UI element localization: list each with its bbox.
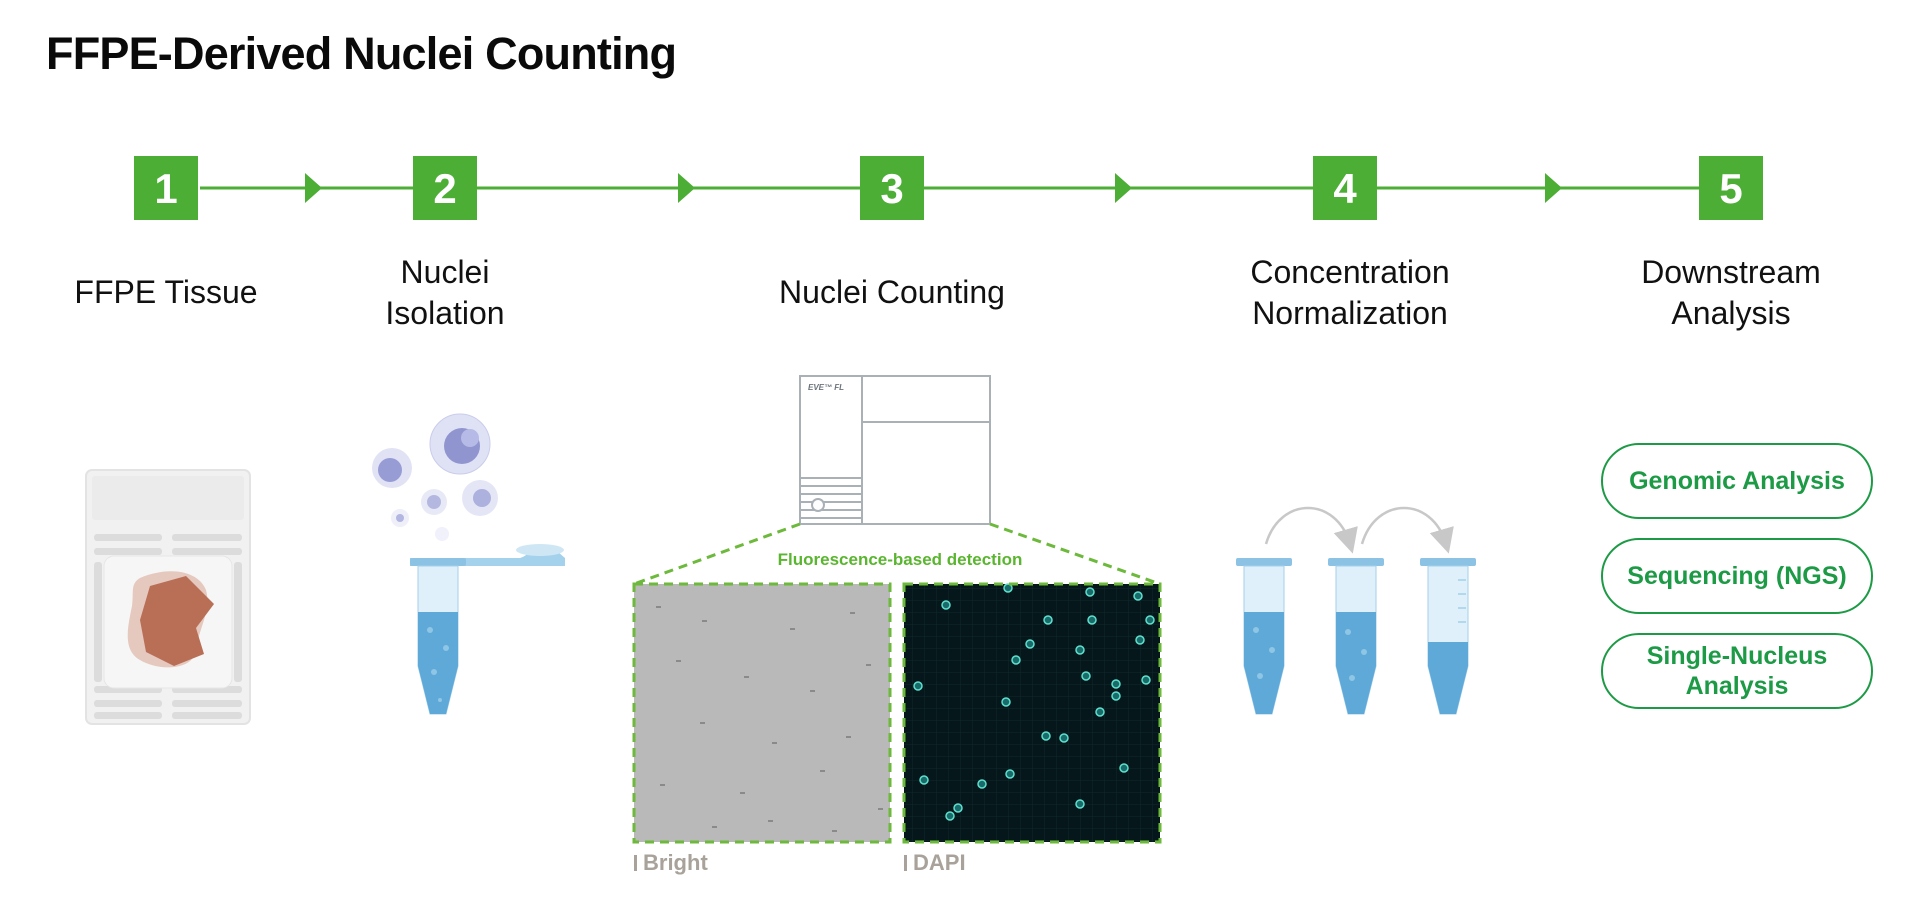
step-badge-2: 2 [413, 156, 477, 220]
timeline-arrow-4 [1545, 173, 1562, 203]
sequencing-ngs-pill[interactable]: Sequencing (NGS) [1601, 538, 1873, 614]
debris-speck [772, 742, 777, 744]
page-title: FFPE-Derived Nuclei Counting [46, 28, 677, 79]
nucleus-dot [1111, 691, 1121, 701]
debris-speck [866, 664, 871, 666]
debris-speck [768, 820, 773, 822]
nucleus-dot [1011, 655, 1021, 665]
nucleus-dot [941, 600, 951, 610]
debris-speck [676, 660, 681, 662]
debris-speck [700, 722, 705, 724]
nucleus-dot [1095, 707, 1105, 717]
timeline-arrow-2 [678, 173, 695, 203]
nucleus-dot [977, 779, 987, 789]
step-number: 2 [433, 165, 456, 212]
nucleus-dot [1081, 671, 1091, 681]
step-label-3: Nuclei Counting [779, 274, 1005, 310]
nucleus-dot [1133, 591, 1143, 601]
step-label-1: FFPE Tissue [74, 274, 258, 310]
single-nucleus-analysis-pill[interactable]: Single-Nucleus Analysis [1601, 633, 1873, 709]
debris-speck [790, 628, 795, 630]
nucleus-dot [1145, 615, 1155, 625]
debris-speck [660, 784, 665, 786]
nuclei-cells-icon [372, 413, 498, 541]
step-label-4: Concentration Normalization [1250, 254, 1450, 331]
nucleus-dot [1003, 583, 1013, 593]
transfer-arrows [1264, 506, 1454, 554]
zoom-guides [633, 522, 1161, 586]
bright-specks [656, 606, 883, 832]
nucleus-dot [1025, 639, 1035, 649]
step-badge-4: 4 [1313, 156, 1377, 220]
step-number: 4 [1333, 165, 1357, 212]
step-badge-1: 1 [134, 156, 198, 220]
nucleus-dot [913, 681, 923, 691]
timeline-arrow-3 [1115, 173, 1132, 203]
dapi-tag: DAPI [904, 850, 966, 876]
debris-speck [656, 606, 661, 608]
debris-speck [712, 826, 717, 828]
cell-counter-icon: EVE™ FL [799, 375, 991, 525]
dapi-dots [913, 583, 1155, 821]
debris-speck [810, 690, 815, 692]
debris-speck [820, 770, 825, 772]
tube-icon [1328, 558, 1384, 715]
debris-speck [878, 808, 883, 810]
bright-tag: Bright [634, 850, 708, 876]
nucleus-dot [1075, 645, 1085, 655]
counter-brand: EVE™ FL [808, 383, 844, 392]
debris-speck [744, 676, 749, 678]
nucleus-dot [1111, 679, 1121, 689]
arrow-icon [1360, 506, 1454, 554]
step-number: 5 [1719, 165, 1742, 212]
nucleus-dot [1043, 615, 1053, 625]
nucleus-dot [953, 803, 963, 813]
nucleus-dot [1075, 799, 1085, 809]
timeline-arrow-1 [305, 173, 322, 203]
nucleus-dot [919, 775, 929, 785]
nucleus-dot [1059, 733, 1069, 743]
nucleus-dot [1135, 635, 1145, 645]
debris-speck [740, 792, 745, 794]
genomic-analysis-pill[interactable]: Genomic Analysis [1601, 443, 1873, 519]
nucleus-dot [1141, 675, 1151, 685]
nucleus-dot [1005, 769, 1015, 779]
debris-speck [850, 612, 855, 614]
nucleus-dot [1041, 731, 1051, 741]
debris-speck [832, 830, 837, 832]
tube-icon [1236, 558, 1292, 715]
step-badge-3: 3 [860, 156, 924, 220]
dapi-image [902, 582, 1162, 844]
nucleus-dot [1087, 615, 1097, 625]
ffpe-slide-icon [85, 469, 251, 725]
nucleus-dot [1119, 763, 1129, 773]
nucleus-dot [1085, 587, 1095, 597]
step-number: 3 [880, 165, 903, 212]
tube-icon [1420, 558, 1476, 715]
step-badge-5: 5 [1699, 156, 1763, 220]
fluorescence-detection-label: Fluorescence-based detection [777, 550, 1023, 569]
debris-speck [846, 736, 851, 738]
tube-icon [410, 558, 466, 715]
step-number: 1 [154, 165, 177, 212]
step-label-5: Downstream Analysis [1641, 254, 1821, 331]
step-label-2: Nuclei Isolation [385, 254, 505, 331]
nucleus-dot [945, 811, 955, 821]
debris-speck [702, 620, 707, 622]
nucleus-dot [1001, 697, 1011, 707]
arrow-icon [1264, 506, 1358, 554]
bright-field-image [632, 582, 892, 844]
